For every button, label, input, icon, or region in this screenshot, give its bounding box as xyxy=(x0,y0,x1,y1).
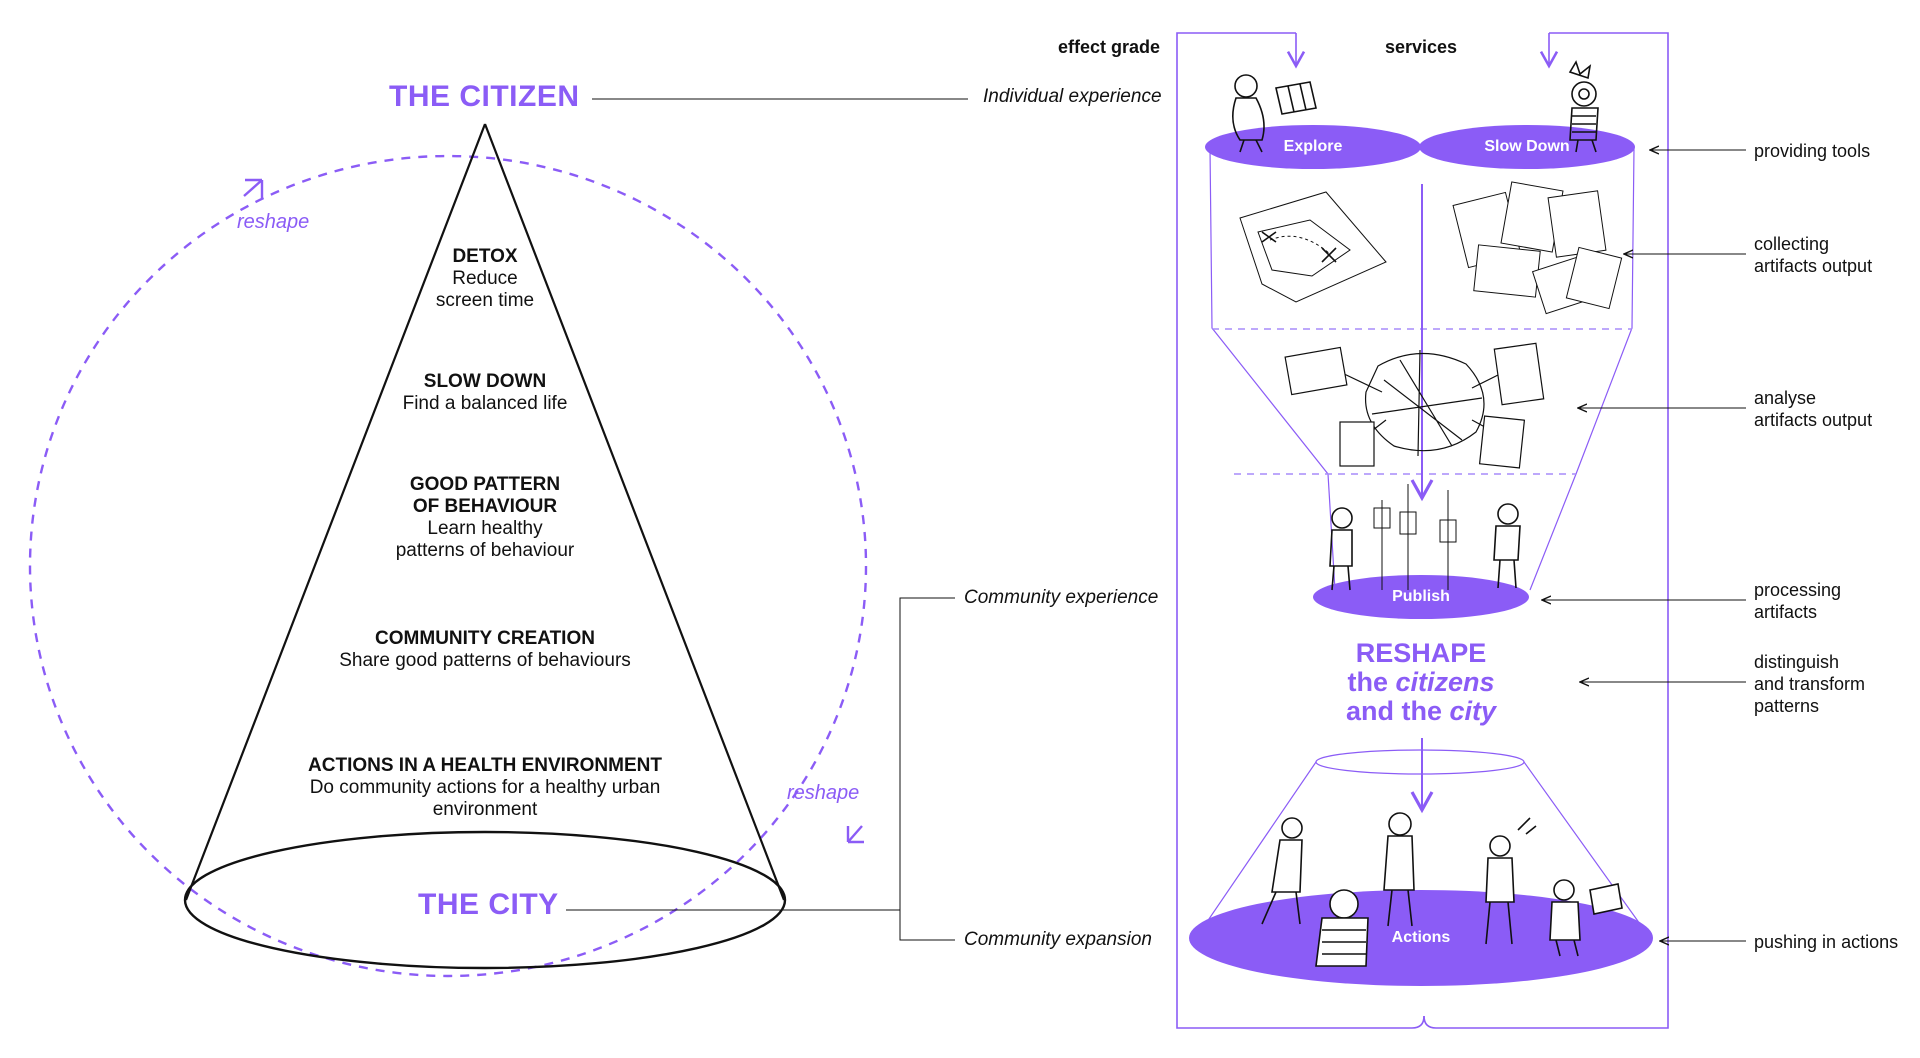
reshape-title-em: city xyxy=(1449,696,1497,726)
reshape-title-em: citizens xyxy=(1395,667,1495,697)
note-line: processing xyxy=(1754,580,1842,600)
explorer-figure-icon xyxy=(1232,74,1317,153)
actions-cone-sides xyxy=(1195,761,1651,939)
level-desc: Learn healthy xyxy=(427,518,543,539)
level-heading: COMMUNITY CREATION xyxy=(375,628,595,649)
reshape-arrow-bottom-icon xyxy=(846,825,864,844)
note-line: providing tools xyxy=(1754,141,1871,161)
note-line: analyse xyxy=(1754,388,1817,408)
photos-artifacts-icon xyxy=(1452,181,1623,315)
publish-pill[interactable] xyxy=(1313,575,1529,619)
reshape-title-line2: the citizens xyxy=(1290,668,1552,697)
level-heading: SLOW DOWN xyxy=(423,371,547,392)
level-actions-health: ACTIONS IN A HEALTH ENVIRONMENT Do commu… xyxy=(225,755,745,821)
explore-label: Explore xyxy=(1283,138,1343,155)
level-good-pattern: GOOD PATTERN OF BEHAVIOUR Learn healthy … xyxy=(225,474,745,562)
city-title: THE CITY xyxy=(418,888,559,921)
services-frame-right xyxy=(1423,32,1669,1029)
note-line: patterns xyxy=(1754,696,1820,716)
reshape-title-line1: RESHAPE xyxy=(1355,638,1487,668)
note-analyse-artifacts: analyse artifacts output xyxy=(1754,387,1872,431)
individual-experience-label: Individual experience xyxy=(983,86,1162,107)
reshape-label-top: reshape xyxy=(237,211,310,233)
note-pushing-actions: pushing in actions xyxy=(1754,931,1898,953)
level-detox: DETOX Reduce screen time xyxy=(225,246,745,312)
level-desc: Find a balanced life xyxy=(402,393,568,414)
city-base-ellipse xyxy=(183,830,787,970)
publishing-figures-icon xyxy=(1329,484,1521,591)
note-providing-tools: providing tools xyxy=(1754,140,1870,162)
level-heading: OF BEHAVIOUR xyxy=(412,496,558,517)
reshape-title-text: the xyxy=(1347,667,1396,697)
action-figures-icon xyxy=(1261,812,1623,967)
reshape-arrow-top-icon xyxy=(243,178,264,198)
note-distinguish-patterns: distinguish and transform patterns xyxy=(1754,651,1865,717)
level-heading: GOOD PATTERN xyxy=(409,474,561,495)
note-line: pushing in actions xyxy=(1754,932,1899,952)
services-label: services xyxy=(1385,37,1458,57)
note-line: artifacts xyxy=(1754,602,1818,622)
citizen-city-cone xyxy=(184,123,786,901)
level-desc: screen time xyxy=(435,290,535,311)
level-desc: Do community actions for a healthy urban xyxy=(309,777,661,798)
reshape-title-text: and the xyxy=(1345,696,1450,726)
reshape-title-line3: and the city xyxy=(1290,697,1552,726)
level-slow-down: SLOW DOWN Find a balanced life xyxy=(225,371,745,415)
actions-label: Actions xyxy=(1391,929,1451,946)
maps-artifacts-icon xyxy=(1239,191,1387,303)
level-desc: Share good patterns of behaviours xyxy=(339,650,631,671)
photographer-figure-icon xyxy=(1568,60,1599,153)
level-desc: patterns of behaviour xyxy=(395,540,575,561)
reshape-citizens-city-title: RESHAPE the citizens and the city xyxy=(1290,639,1552,726)
level-heading: DETOX xyxy=(452,246,518,267)
note-line: and transform xyxy=(1754,674,1866,694)
explore-pill[interactable] xyxy=(1205,125,1421,169)
note-line: artifacts output xyxy=(1754,410,1873,430)
actions-top-ellipse xyxy=(1315,749,1525,775)
citizen-title: THE CITIZEN xyxy=(389,80,580,113)
note-processing-artifacts: processing artifacts xyxy=(1754,579,1841,623)
level-desc: environment xyxy=(432,799,538,820)
note-line: distinguish xyxy=(1754,652,1840,672)
network-analysis-icon xyxy=(1284,342,1545,469)
reshape-label-bottom: reshape xyxy=(787,782,860,804)
effect-grade-label: effect grade xyxy=(1058,37,1161,57)
community-bracket xyxy=(899,597,955,941)
note-line: collecting xyxy=(1754,234,1830,254)
reshape-cycle-circle xyxy=(28,154,868,978)
slow-down-label: Slow Down xyxy=(1484,138,1570,155)
slow-down-pill[interactable] xyxy=(1419,125,1635,169)
publish-label: Publish xyxy=(1392,588,1450,605)
level-heading: ACTIONS IN A HEALTH ENVIRONMENT xyxy=(308,755,662,776)
community-expansion-label: Community expansion xyxy=(964,929,1152,950)
community-experience-label: Community experience xyxy=(964,587,1159,608)
note-collecting-artifacts: collecting artifacts output xyxy=(1754,233,1872,277)
level-desc: Reduce xyxy=(452,268,518,289)
level-community-creation: COMMUNITY CREATION Share good patterns o… xyxy=(225,628,745,672)
actions-pill[interactable] xyxy=(1189,890,1653,986)
note-line: artifacts output xyxy=(1754,256,1873,276)
